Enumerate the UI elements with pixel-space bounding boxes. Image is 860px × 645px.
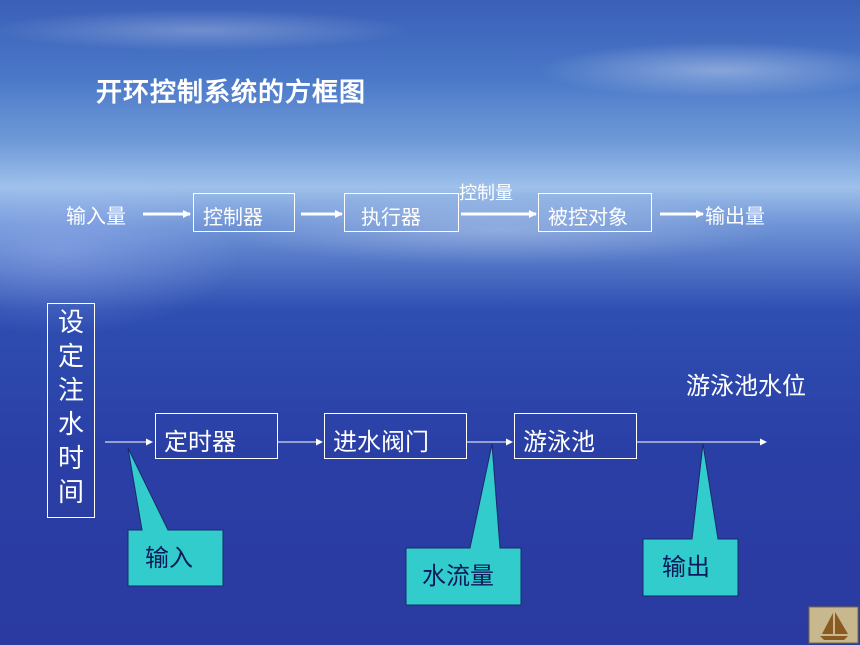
timer-box: 定时器 [155,413,278,459]
setpoint-char: 水 [57,410,84,440]
pool-box: 游泳池 [514,413,637,459]
output-quantity-label: 输出量 [705,204,765,228]
ship-logo-sail [820,612,848,640]
inlet-valve-label: 进水阀门 [333,428,429,456]
setpoint-box: 设 定 注 水 时 间 [47,303,95,518]
setpoint-char: 时 [57,444,84,474]
actuator-box: 执行器 [344,193,459,232]
control-quantity-label: 控制量 [459,183,513,204]
controller-label: 控制器 [203,205,263,229]
controller-box: 控制器 [193,193,295,232]
page-title: 开环控制系统的方框图 [96,78,367,108]
plant-box: 被控对象 [538,193,652,232]
setpoint-char: 设 [57,308,84,338]
setpoint-char: 间 [57,478,84,508]
callout-input-label: 输入 [145,544,193,572]
callout-water-flow-shape [405,443,522,606]
plant-label: 被控对象 [548,205,628,229]
callout-output-shape [642,443,739,597]
callout-water-flow-label: 水流量 [422,562,494,590]
setpoint-char: 注 [57,376,84,406]
actuator-label: 执行器 [361,205,421,229]
pool-label: 游泳池 [523,428,595,456]
callout-output-label: 输出 [662,553,710,581]
input-quantity-label: 输入量 [66,204,126,228]
inlet-valve-box: 进水阀门 [324,413,467,459]
setpoint-char: 定 [57,342,84,372]
pool-level-label: 游泳池水位 [686,372,806,400]
timer-label: 定时器 [164,428,236,456]
callout-input-shape [127,447,224,587]
